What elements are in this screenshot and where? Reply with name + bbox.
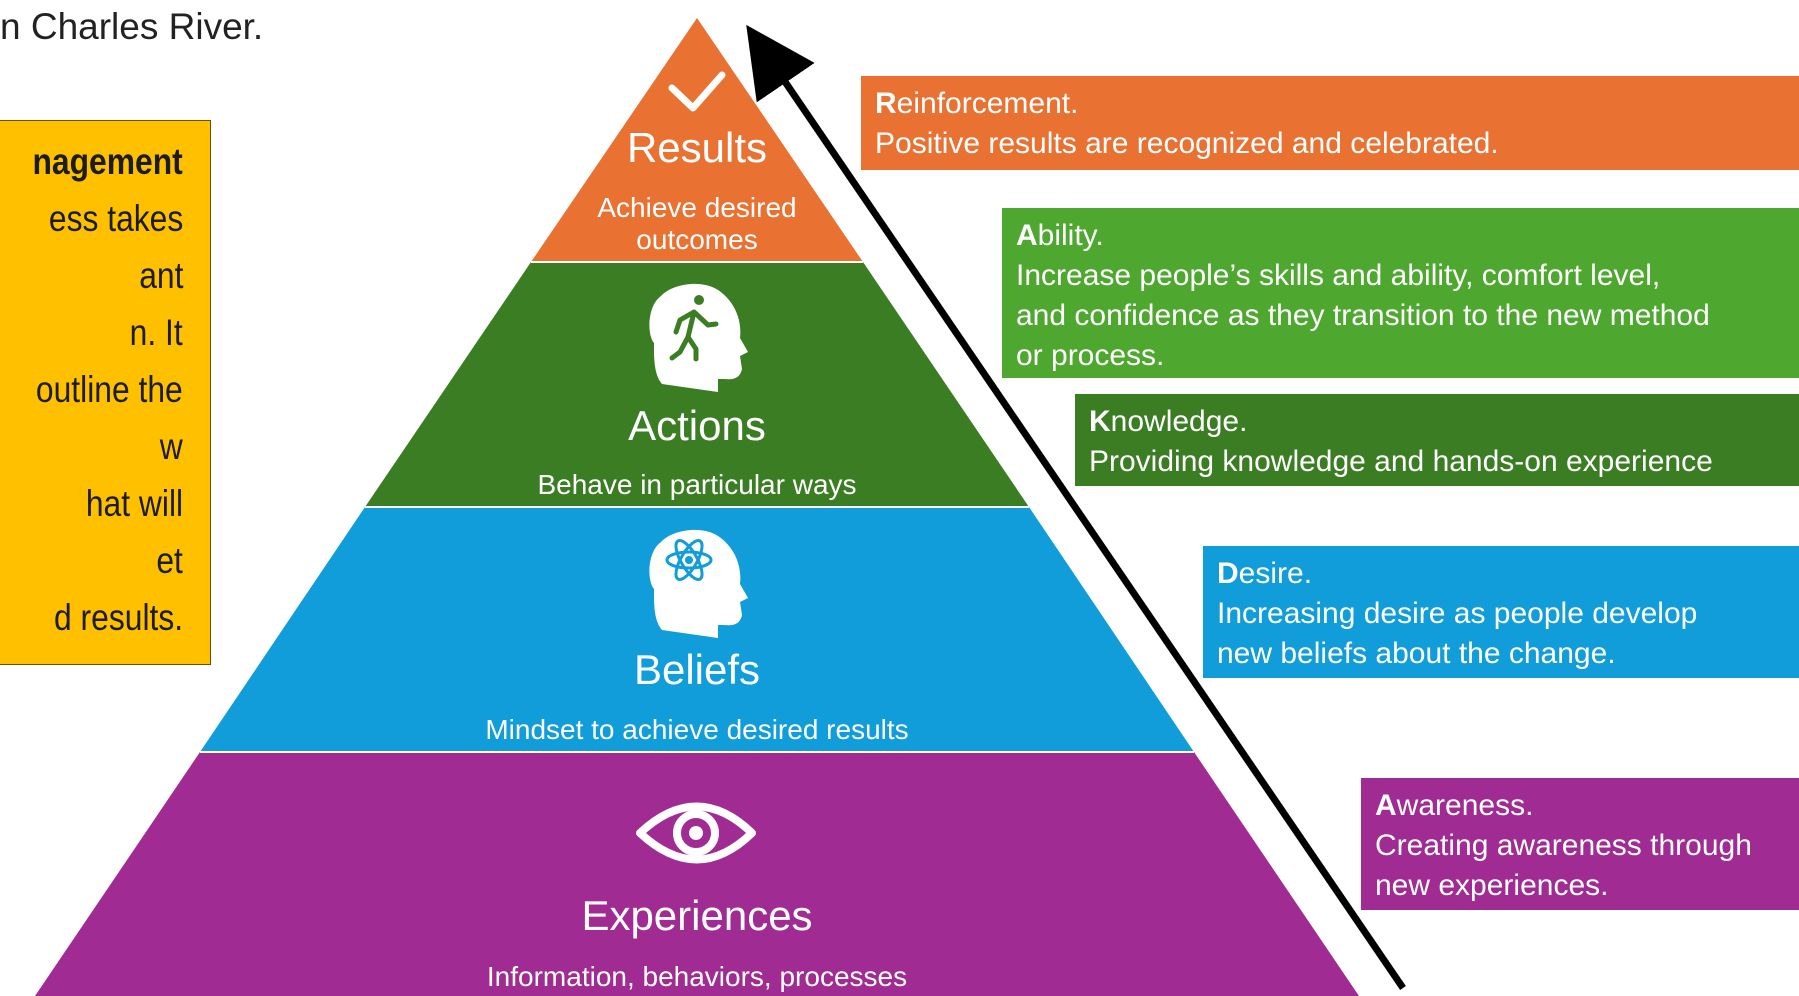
note-line: d results. (53, 597, 183, 638)
adkar-description: and confidence as they transition to the… (1016, 299, 1710, 332)
adkar-description: new beliefs about the change. (1217, 637, 1616, 670)
change-management-note: nagement ess takes ant n. It outline the… (0, 120, 211, 665)
adkar-heading: einforcement. (896, 87, 1079, 120)
adkar-box-ability: Ability. Increase people’s skills and ab… (1002, 208, 1799, 378)
pyramid-tier-experiences (35, 752, 1359, 996)
adkar-initial: R (875, 87, 897, 120)
adkar-heading: wareness. (1396, 789, 1534, 822)
adkar-heading: esire. (1238, 557, 1313, 590)
tier-subtitle-experiences: Information, behaviors, processes (487, 961, 907, 992)
tier-subtitle-results: outcomes (636, 224, 757, 255)
adkar-initial: A (1375, 789, 1397, 822)
tier-title-results: Results (627, 124, 767, 171)
eye-icon (636, 802, 756, 864)
note-line: et (156, 540, 183, 581)
tier-subtitle-results: Achieve desired (597, 192, 796, 223)
note-line: nagement (32, 141, 183, 182)
note-line: ant (138, 255, 183, 296)
adkar-initial: D (1217, 557, 1239, 590)
tier-title-actions: Actions (628, 402, 766, 449)
adkar-box-knowledge: Knowledge. Providing knowledge and hands… (1075, 394, 1799, 486)
adkar-description: Creating awareness through (1375, 829, 1752, 862)
head-walking-person-icon (649, 283, 748, 392)
adkar-box-reinforcement: Reinforcement. Positive results are reco… (861, 76, 1799, 170)
adkar-initial: A (1016, 219, 1038, 252)
header-text-fragment: n Charles River. (0, 6, 264, 47)
adkar-description: Increasing desire as people develop (1217, 597, 1698, 630)
tier-title-experiences: Experiences (581, 892, 812, 939)
tier-subtitle-actions: Behave in particular ways (537, 469, 856, 500)
adkar-description: new experiences. (1375, 869, 1609, 902)
adkar-initial: K (1089, 405, 1111, 438)
pyramid-tier-results (531, 18, 863, 262)
head-atom-icon (649, 529, 748, 638)
adkar-heading: nowledge. (1110, 405, 1248, 438)
note-line: outline the (36, 369, 183, 410)
progression-arrow (746, 24, 1406, 990)
tier-title-beliefs: Beliefs (634, 646, 760, 693)
adkar-description: Positive results are recognized and cele… (875, 127, 1499, 160)
adkar-description: Increase people’s skills and ability, co… (1016, 259, 1661, 292)
adkar-description: Providing knowledge and hands-on experie… (1089, 445, 1713, 478)
note-line: w (160, 426, 183, 467)
note-line: hat will (85, 483, 183, 524)
adkar-description: or process. (1016, 339, 1165, 372)
note-line: ess takes (48, 198, 183, 239)
tier-subtitle-beliefs: Mindset to achieve desired results (485, 714, 908, 745)
adkar-heading: bility. (1037, 219, 1104, 252)
adkar-box-awareness: Awareness. Creating awareness through ne… (1361, 778, 1799, 910)
checkmark-icon (668, 71, 726, 112)
adkar-box-desire: Desire. Increasing desire as people deve… (1203, 546, 1799, 678)
note-line: n. It (129, 312, 183, 353)
